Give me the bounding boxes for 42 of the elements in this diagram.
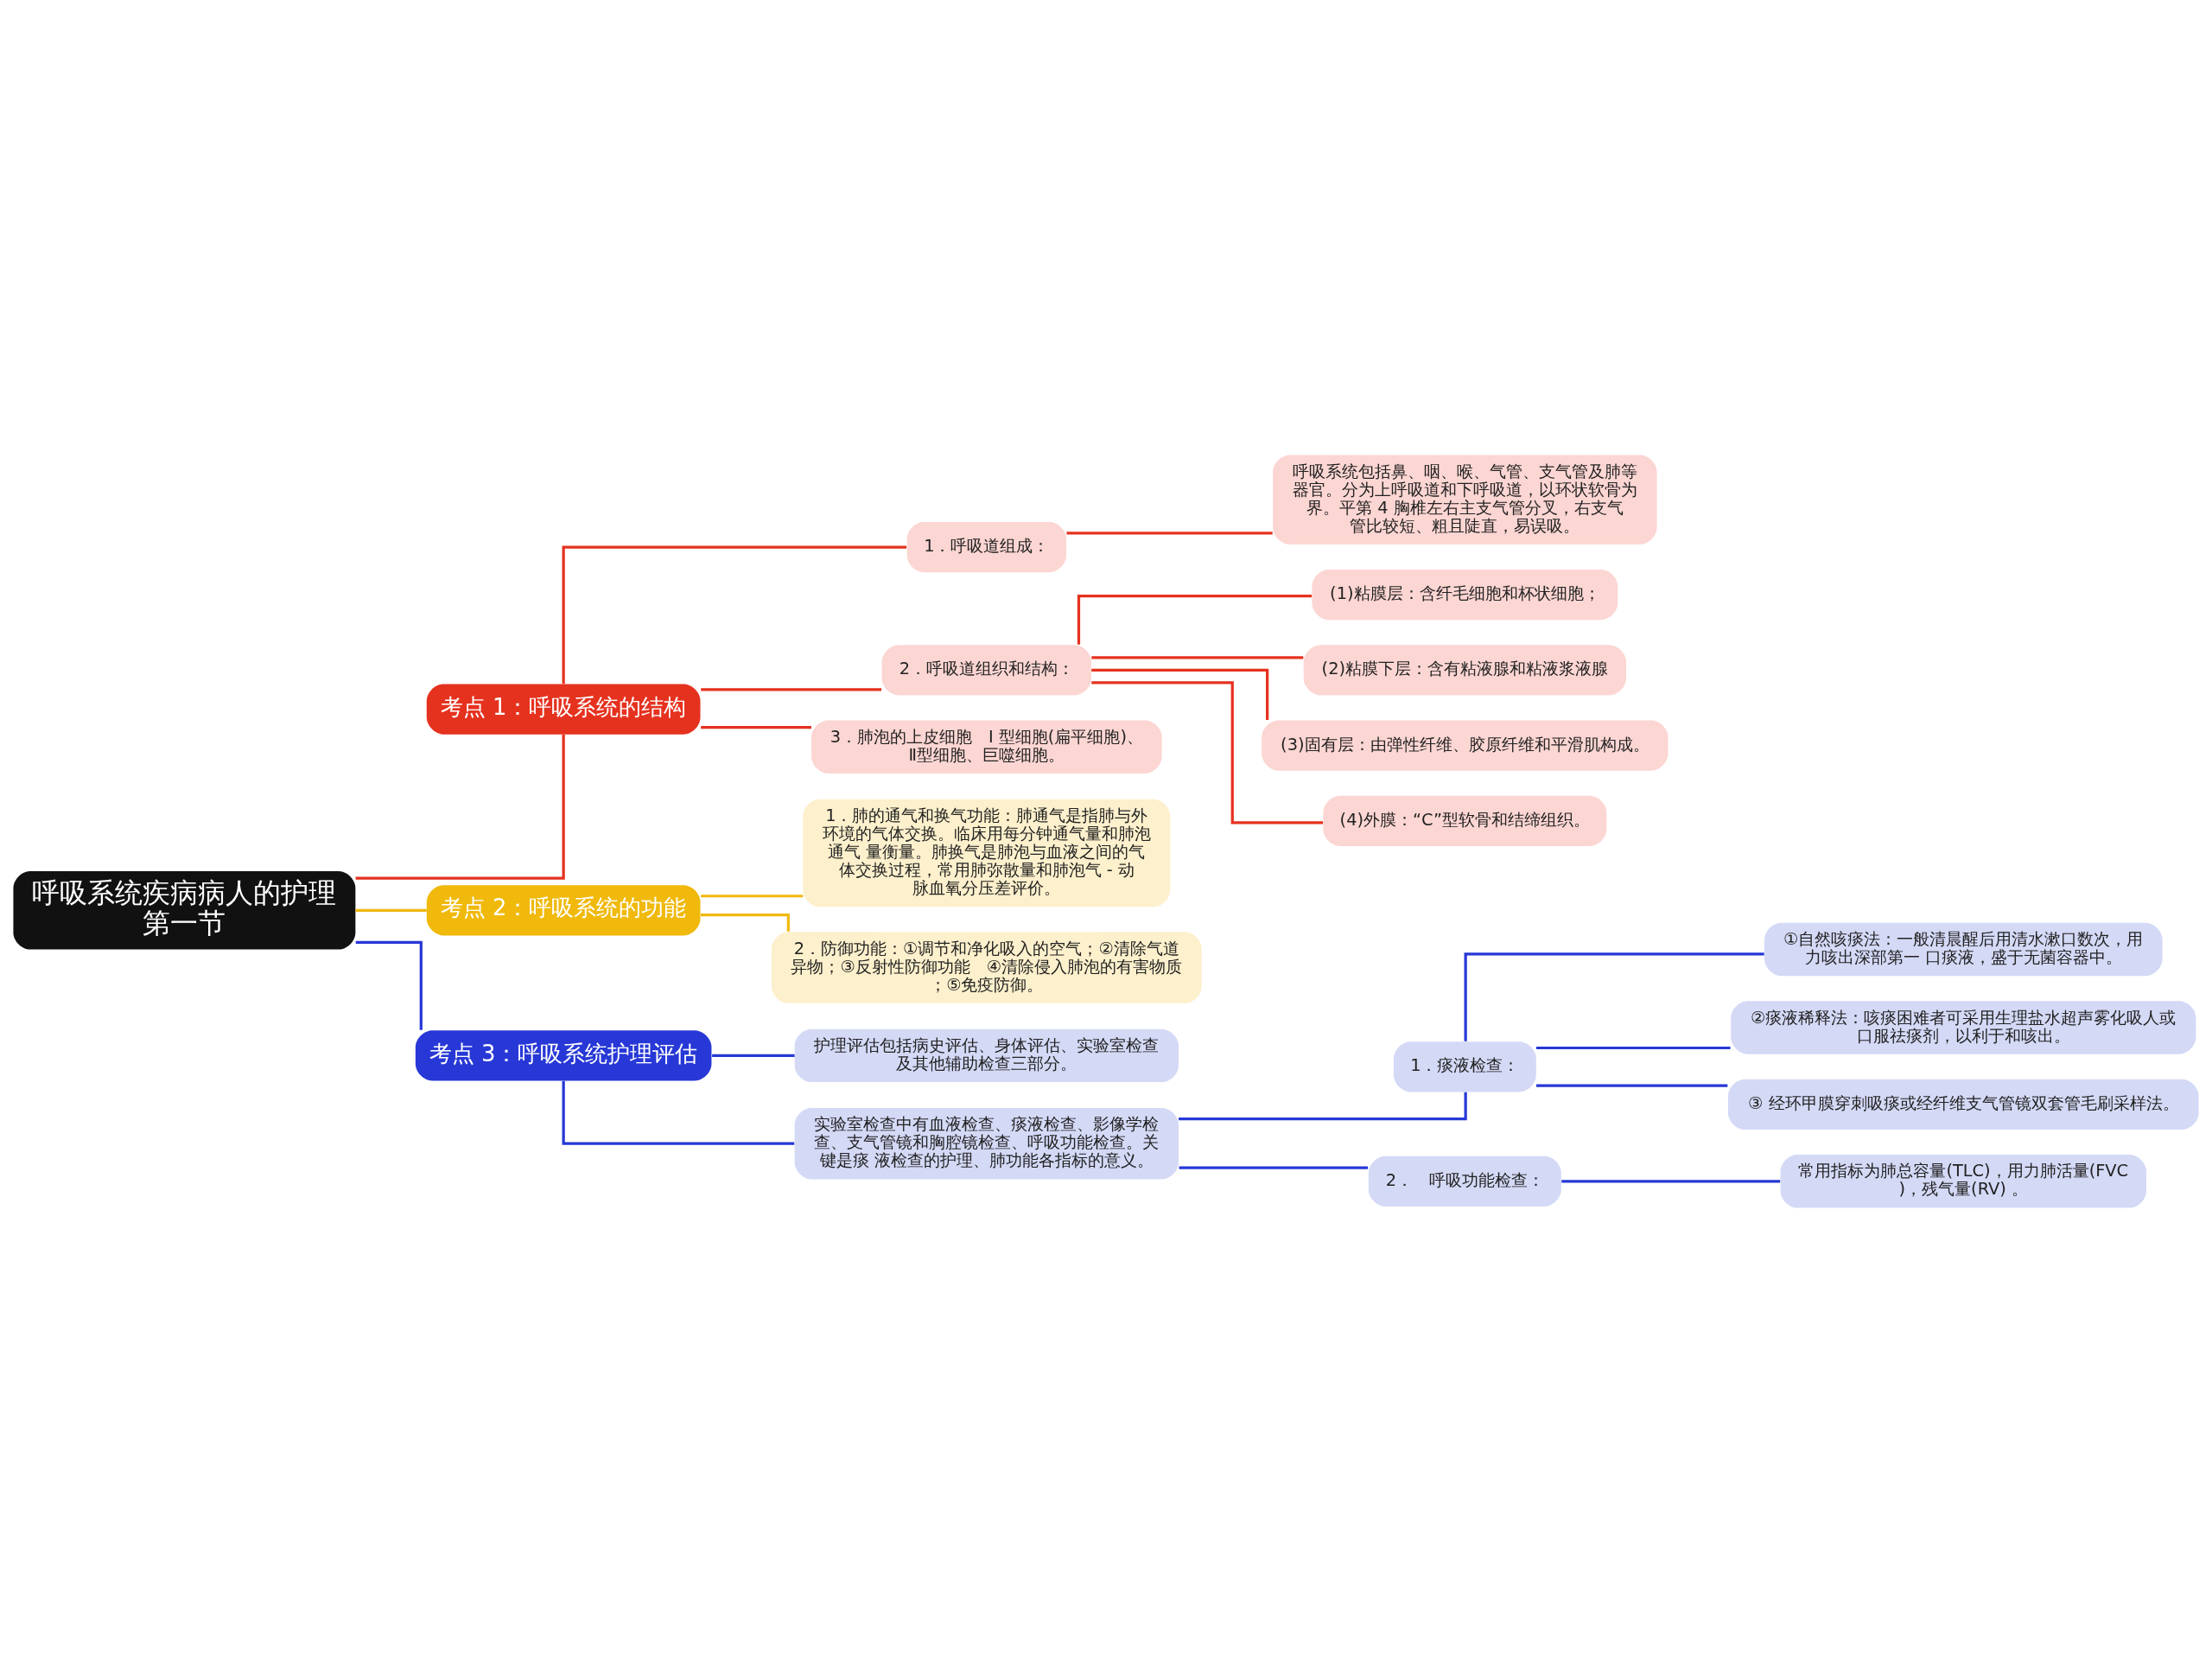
node-box: 1．呼吸道组成：	[906, 521, 1066, 572]
node-box: 呼吸系统包括鼻、咽、喉、气管、支气管及肺等器官。分为上呼吸道和下呼吸道，以环状软骨为界。平第 4 胸椎左右主支气管分叉，右支气管比较短、粗且陡直，易误吸。	[1273, 454, 1657, 544]
connector	[1464, 952, 1764, 1041]
connector	[1091, 655, 1304, 659]
connector	[701, 894, 804, 897]
node-box: (1)粘膜层：含纤毛细胞和杯状细胞；	[1312, 569, 1618, 620]
connector	[1091, 668, 1269, 720]
connector	[1536, 1084, 1728, 1087]
node-box: 实验室检查中有血液检查、痰液检查、影像学检查、支气管镜和胸腔镜检查、呼吸功能检查。关键是痰 液检查的护理、肺功能各指标的意义。	[794, 1107, 1179, 1179]
connector	[1536, 1046, 1731, 1049]
node-box: 常用指标为肺总容量(TLC)，用力肺活量(FVC)，残气量(RV) 。	[1780, 1154, 2146, 1208]
connector	[355, 908, 427, 912]
node-box: 1．肺的通气和换气功能：肺通气是指肺与外环境的气体交换。临床用每分钟通气量和肺泡通气 量衡量。肺换气是肺泡与血液之间的气体交换过程，常用肺弥散量和肺泡气 - 动脉血氧分压差评价。	[803, 799, 1171, 907]
node-box: 2． 呼吸功能检查：	[1368, 1156, 1561, 1207]
node-box: 考点 2：呼吸系统的功能	[426, 884, 701, 935]
connector	[1561, 1179, 1781, 1182]
node-box: 1．痰液检查：	[1393, 1041, 1536, 1092]
connector	[701, 913, 790, 932]
connector	[562, 1080, 795, 1145]
connector	[562, 545, 907, 684]
node-box: 2．呼吸道组织和结构：	[881, 644, 1092, 695]
connector	[1066, 531, 1273, 535]
node-box: ②痰液稀释法：咳痰困难者可采用生理盐水超声雾化吸人或口服祛痰剂，以利于和咳出。	[1731, 1000, 2196, 1054]
node-box: 呼吸系统疾病病人的护理第一节	[13, 870, 356, 950]
node-box: 3．肺泡的上皮细胞 Ⅰ 型细胞(扁平细胞)、Ⅱ型细胞、巨噬细胞。	[811, 720, 1162, 774]
node-box: 2．防御功能：①调节和净化吸入的空气；②清除气道异物；③反射性防御功能 ④清除侵入肺泡的有害物质；⑤免疫防御。	[771, 931, 1202, 1003]
connector	[1091, 680, 1324, 824]
connector	[701, 687, 882, 691]
node-box: 考点 3：呼吸系统护理评估	[415, 1029, 712, 1080]
connector	[1179, 1165, 1369, 1169]
connector	[355, 940, 423, 1030]
node-box: (3)固有层：由弹性纤维、胶原纤维和平滑肌构成。	[1262, 720, 1669, 771]
node-box: 护理评估包括病史评估、身体评估、实验室检查及其他辅助检查三部分。	[794, 1028, 1179, 1082]
node-box: 考点 1：呼吸系统的结构	[426, 684, 701, 735]
connector	[355, 734, 565, 880]
node-box: (2)粘膜下层：含有粘液腺和粘液浆液腺	[1303, 644, 1626, 695]
node-box: ③ 经环甲膜穿刺吸痰或经纤维支气管镜双套管毛刷采样法。	[1727, 1079, 2199, 1130]
connector	[712, 1054, 795, 1057]
node-box: ①自然咳痰法：一般清晨醒后用清水漱口数次，用力咳出深部第一 口痰液，盛于无菌容器中。	[1764, 922, 2163, 976]
connector	[701, 725, 811, 729]
connector	[1077, 594, 1313, 645]
node-box: (4)外膜：“C”型软骨和结缔组织。	[1323, 795, 1607, 846]
